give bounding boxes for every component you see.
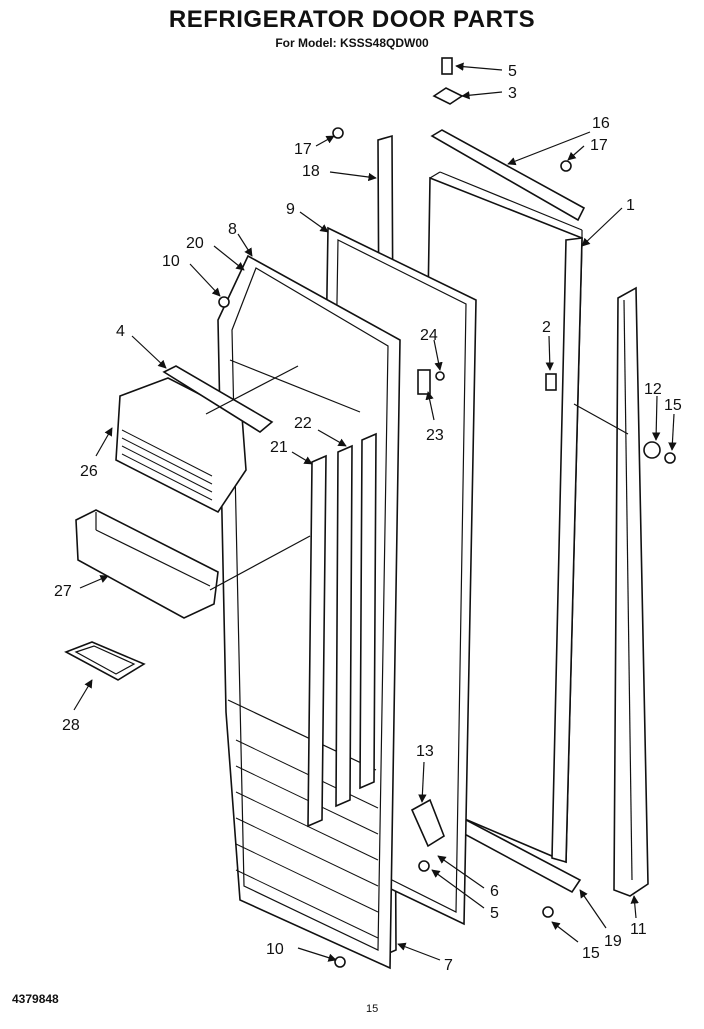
- callout-16: 16: [592, 115, 610, 132]
- callout-23: 23: [426, 427, 444, 444]
- callout-10-bottom: 10: [266, 941, 284, 958]
- cap-screw-left: [332, 127, 344, 139]
- liner-screw-bottom: [334, 956, 346, 968]
- callout-22: 22: [294, 415, 312, 432]
- callout-26: 26: [80, 463, 98, 480]
- callout-18: 18: [302, 163, 320, 180]
- callout-21: 21: [270, 439, 288, 456]
- bottom-screw: [542, 906, 554, 918]
- callout-4: 4: [116, 323, 125, 340]
- handle-bracket: [417, 369, 431, 395]
- callout-9: 9: [286, 201, 295, 218]
- hardware: [218, 57, 676, 968]
- callout-1: 1: [626, 197, 635, 214]
- callout-17-right: 17: [590, 137, 608, 154]
- model-number: For Model: KSSS48QDW00: [275, 36, 429, 50]
- door-stop: [545, 373, 557, 391]
- cap-screw-right: [560, 160, 572, 172]
- callout-12: 12: [644, 381, 662, 398]
- callout-17-left: 17: [294, 141, 312, 158]
- door-trim-strip: [613, 286, 649, 897]
- hinge-pin: [418, 860, 430, 872]
- callout-13: 13: [416, 743, 434, 760]
- dairy-door: [115, 377, 247, 514]
- washer: [643, 441, 661, 459]
- leader-lines: [73, 62, 677, 962]
- egg-tray: [64, 641, 146, 681]
- callout-10-top: 10: [162, 253, 180, 270]
- callout-5-top: 5: [508, 63, 517, 80]
- callout-8: 8: [228, 221, 237, 238]
- callout-labels: 5 3 16 17 17 18 9 1 8 20 10 4 24 2 12 15…: [54, 63, 682, 974]
- callout-6: 6: [490, 883, 499, 900]
- callout-3: 3: [508, 85, 517, 102]
- page-number: 15: [366, 1003, 379, 1015]
- top-hinge-bushing: [432, 87, 464, 105]
- washer-screw: [664, 452, 676, 464]
- callout-19: 19: [604, 933, 622, 950]
- document-number: 4379848: [12, 992, 59, 1006]
- top-cap: [430, 129, 586, 222]
- callout-2: 2: [542, 319, 551, 336]
- liner-screw-top: [218, 296, 230, 308]
- top-hinge-screw: [441, 57, 453, 75]
- callout-24: 24: [420, 327, 438, 344]
- callout-11: 11: [630, 921, 647, 938]
- bottom-hinge: [410, 798, 445, 848]
- bracket-screw: [435, 371, 445, 381]
- callout-7: 7: [444, 957, 453, 974]
- callout-15-right: 15: [664, 397, 682, 414]
- inner-door-liner: [217, 254, 401, 970]
- callout-28: 28: [62, 717, 80, 734]
- callout-5-bottom: 5: [490, 905, 499, 922]
- shelf-rails: [307, 432, 377, 828]
- door-bin: [75, 509, 219, 619]
- callout-15-bottom: 15: [582, 945, 600, 962]
- page-title: REFRIGERATOR DOOR PARTS: [168, 6, 536, 33]
- callout-20: 20: [186, 235, 204, 252]
- callout-27: 27: [54, 583, 72, 600]
- dairy-bar: [162, 365, 274, 433]
